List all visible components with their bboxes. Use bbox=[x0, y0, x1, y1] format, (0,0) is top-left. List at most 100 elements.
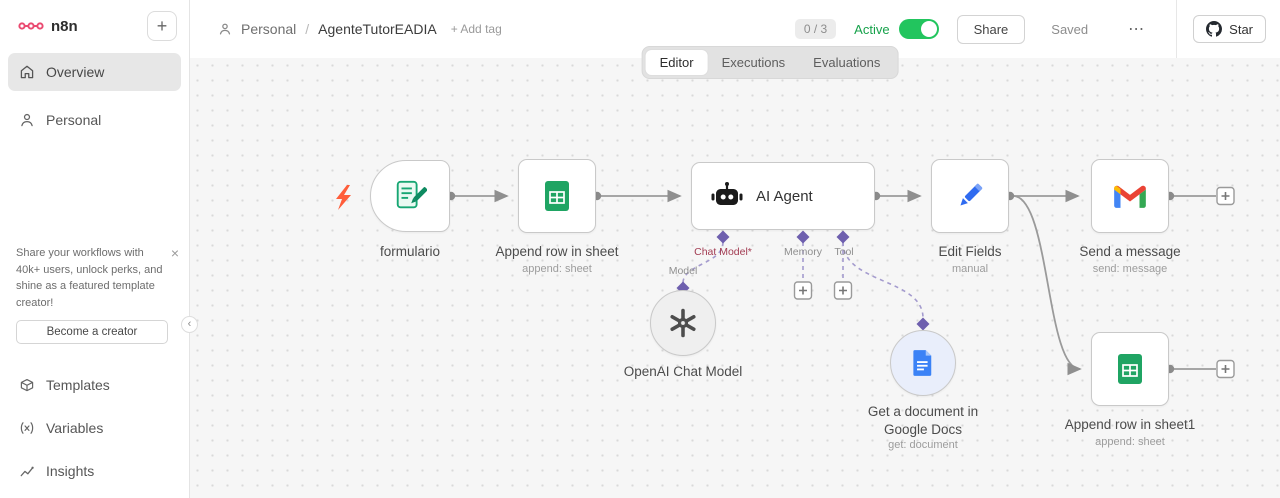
sidebar-item-personal[interactable]: Personal bbox=[8, 101, 181, 139]
connector-label-tool: Tool bbox=[834, 246, 854, 258]
node-subtitle-edit-fields: manual bbox=[951, 263, 989, 275]
breadcrumb: Personal / AgenteTutorEADIA bbox=[218, 21, 437, 37]
n8n-logo: n8n bbox=[18, 18, 78, 35]
robot-icon bbox=[711, 182, 743, 205]
header-divider bbox=[1176, 0, 1178, 58]
edit-pencil-icon bbox=[960, 183, 983, 206]
sidebar-nav: Overview Personal bbox=[0, 53, 189, 139]
home-icon bbox=[20, 65, 34, 79]
toggle-knob bbox=[920, 21, 937, 37]
connection-tool-googledocs[interactable] bbox=[842, 241, 924, 319]
tab-editor[interactable]: Editor bbox=[645, 50, 708, 75]
sidebar-item-overview[interactable]: Overview bbox=[8, 53, 181, 91]
ai-agent-title: AI Agent bbox=[756, 187, 813, 205]
promo-card: × Share your workflows with 40k+ users, … bbox=[16, 245, 179, 344]
node-subtitle-send-message: send: message bbox=[1092, 263, 1168, 275]
node-send-a-message[interactable] bbox=[1091, 159, 1169, 233]
sidebar-collapse-button[interactable]: ‹ bbox=[181, 316, 198, 333]
tab-executions[interactable]: Executions bbox=[721, 55, 786, 70]
new-workflow-button[interactable]: + bbox=[147, 11, 177, 41]
node-label-edit-fields: Edit Fields bbox=[938, 244, 1002, 259]
add-node-after-sendmessage-button[interactable] bbox=[1216, 186, 1235, 206]
node-formulario[interactable] bbox=[370, 160, 450, 232]
tool-connector[interactable] bbox=[836, 230, 850, 244]
chat-model-connector[interactable] bbox=[716, 230, 730, 244]
add-node-after-appendsheet1-button[interactable] bbox=[1216, 359, 1235, 379]
tab-evaluations[interactable]: Evaluations bbox=[813, 55, 881, 70]
add-memory-button[interactable] bbox=[793, 281, 813, 300]
active-label: Active bbox=[854, 21, 890, 37]
sidebar-item-label: Insights bbox=[46, 463, 95, 479]
trigger-lightning-icon bbox=[336, 185, 351, 210]
node-label-append-sheet: Append row in sheet bbox=[495, 244, 619, 259]
connections-layer bbox=[336, 185, 1235, 379]
insights-chart-icon bbox=[20, 466, 34, 477]
sidebar-bottom-nav: Templates Variables Insights bbox=[0, 366, 189, 498]
breadcrumb-separator: / bbox=[305, 21, 310, 37]
sidebar-item-label: Variables bbox=[46, 420, 104, 436]
connector-label-model: Model bbox=[668, 265, 698, 277]
node-append-row-in-sheet1[interactable] bbox=[1091, 332, 1169, 406]
node-label-send-message: Send a message bbox=[1079, 244, 1181, 259]
github-star-button[interactable]: Star bbox=[1193, 15, 1266, 43]
node-get-document-google-docs[interactable] bbox=[890, 330, 956, 396]
gmail-icon bbox=[1114, 185, 1146, 208]
project-person-icon bbox=[219, 23, 231, 35]
become-creator-button[interactable]: Become a creator bbox=[16, 320, 168, 344]
sidebar-item-label: Overview bbox=[46, 64, 105, 80]
share-button[interactable]: Share bbox=[956, 14, 1026, 44]
sidebar-item-variables[interactable]: Variables bbox=[8, 409, 181, 447]
breadcrumb-project[interactable]: Personal bbox=[241, 21, 297, 37]
n8n-logo-icon bbox=[18, 22, 44, 30]
google-sheets-icon bbox=[545, 181, 569, 211]
node-edit-fields[interactable] bbox=[931, 159, 1009, 233]
close-icon[interactable]: × bbox=[170, 245, 179, 261]
workflow-canvas[interactable]: AI Agent bbox=[190, 58, 1280, 498]
form-trigger-icon bbox=[396, 180, 427, 209]
add-subnode-buttons bbox=[793, 186, 1235, 379]
main-area: Personal / AgenteTutorEADIA + Add tag 0 … bbox=[190, 0, 1280, 498]
sidebar: n8n + Overview Personal × Share yo bbox=[0, 0, 190, 498]
docs-tool-connector[interactable] bbox=[916, 317, 930, 331]
node-subtitle-google-docs: get: document bbox=[888, 439, 958, 451]
node-ai-agent[interactable]: AI Agent bbox=[691, 162, 875, 230]
sidebar-item-templates[interactable]: Templates bbox=[8, 366, 181, 404]
workflow-name[interactable]: AgenteTutorEADIA bbox=[318, 21, 437, 37]
node-subtitle-append-sheet1: append: sheet bbox=[1095, 436, 1165, 448]
connector-label-chat-model: Chat Model* bbox=[694, 246, 752, 258]
header-controls: 0 / 3 Active Share Saved ⋯ Star bbox=[794, 0, 1266, 58]
executions-quota-badge: 0 / 3 bbox=[794, 19, 837, 39]
sidebar-item-label: Personal bbox=[46, 112, 102, 128]
promo-text: Share your workflows with 40k+ users, un… bbox=[16, 247, 163, 309]
connection-editfields-appendsheet1[interactable] bbox=[1013, 195, 1082, 376]
add-tag-button[interactable]: + Add tag bbox=[450, 22, 502, 36]
sidebar-header: n8n + bbox=[0, 0, 189, 49]
node-append-row-in-sheet[interactable] bbox=[518, 159, 596, 233]
ai-connector-diamonds bbox=[676, 230, 930, 331]
saved-status: Saved bbox=[1051, 21, 1089, 37]
star-label: Star bbox=[1229, 21, 1253, 37]
view-tabs: Editor Executions Evaluations bbox=[641, 46, 899, 79]
memory-connector[interactable] bbox=[796, 230, 810, 244]
sidebar-item-label: Templates bbox=[46, 377, 110, 393]
variables-icon bbox=[20, 422, 34, 434]
github-icon bbox=[1206, 21, 1223, 37]
active-toggle[interactable] bbox=[898, 19, 939, 39]
openai-icon bbox=[670, 308, 696, 338]
node-connections bbox=[455, 189, 1216, 376]
logo-text: n8n bbox=[51, 17, 78, 35]
connector-label-memory: Memory bbox=[784, 246, 822, 258]
google-sheets-icon bbox=[1118, 354, 1142, 384]
node-subtitle-append-sheet: append: sheet bbox=[522, 263, 592, 275]
ai-sub-connections bbox=[682, 241, 924, 319]
more-options-button[interactable]: ⋯ bbox=[1122, 18, 1152, 40]
node-label-formulario: formulario bbox=[379, 244, 441, 259]
sidebar-item-insights[interactable]: Insights bbox=[8, 452, 181, 490]
google-docs-icon bbox=[913, 350, 932, 376]
node-openai-chat-model[interactable] bbox=[650, 290, 716, 356]
node-label-google-docs: Get a document in Google Docs bbox=[867, 404, 979, 437]
node-label-openai: OpenAI Chat Model bbox=[623, 364, 743, 379]
person-icon bbox=[21, 113, 33, 127]
add-tool-button[interactable] bbox=[833, 281, 853, 300]
